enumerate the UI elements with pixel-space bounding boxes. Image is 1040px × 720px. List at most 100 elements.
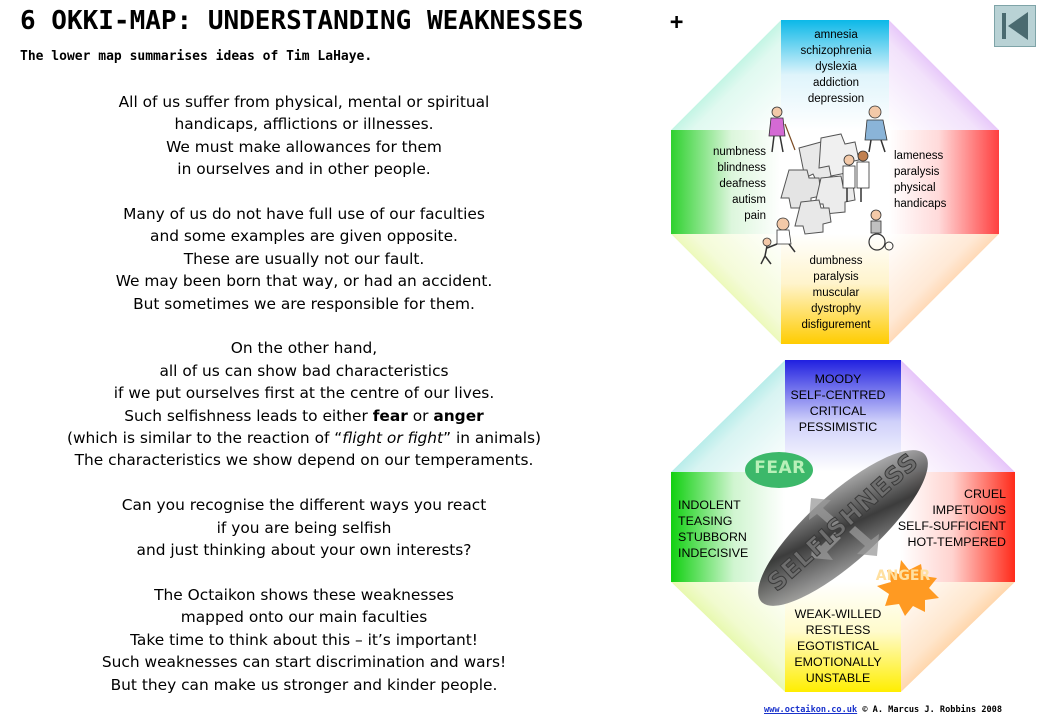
anger-word: anger: [433, 406, 484, 425]
label: dumbness: [809, 255, 863, 267]
paragraph-5: The Octaikon shows these weaknesses mapp…: [20, 584, 588, 696]
text-line: Many of us do not have full use of our f…: [123, 205, 485, 224]
page-subtitle: The lower map summarises ideas of Tim La…: [20, 49, 373, 64]
label: IMPETUOUS: [932, 503, 1006, 517]
label: HOT-TEMPERED: [907, 535, 1006, 549]
top-map-bottom-labels: dumbness paralysis muscular dystrophy di…: [790, 253, 882, 333]
copyright: © A. Marcus J. Robbins 2008: [857, 705, 1003, 715]
label: PESSIMISTIC: [798, 420, 878, 434]
label: blindness: [717, 162, 766, 174]
paragraph-2: Many of us do not have full use of our f…: [20, 203, 588, 315]
label: paralysis: [813, 271, 859, 283]
text-line: All of us suffer from physical, mental o…: [118, 93, 490, 111]
label: lameness: [894, 150, 944, 162]
top-map-right-labels: lameness paralysis physical handicaps: [894, 148, 946, 212]
label: WEAK-WILLED: [794, 607, 882, 621]
doctors-icon: [842, 150, 870, 202]
back-button[interactable]: [994, 5, 1036, 47]
page-title: 6 OKKI-MAP: UNDERSTANDING WEAKNESSES: [20, 6, 584, 36]
anger-starburst: [877, 560, 939, 616]
label: SELF-SUFFICIENT: [897, 519, 1006, 533]
label: dystrophy: [811, 303, 861, 315]
text-line: handicaps, afflictions or illnesses.: [174, 115, 434, 134]
text-segment: ” in animals): [443, 429, 542, 448]
text-line: But they can make us stronger and kinder…: [110, 675, 498, 694]
text-line: But sometimes we are responsible for the…: [133, 294, 475, 313]
sitting-person-icon: [766, 217, 796, 253]
paragraph-4: Can you recognise the different ways you…: [20, 494, 588, 561]
paragraph-1: All of us suffer from physical, mental o…: [20, 91, 588, 181]
inward-arrows-icon: [809, 498, 879, 560]
label: RESTLESS: [805, 623, 871, 637]
label: schizophrenia: [800, 45, 872, 57]
label: deafness: [719, 178, 766, 190]
text-line: We must make allowances for them: [166, 137, 442, 156]
label: INDOLENT: [678, 498, 741, 512]
body-text: All of us suffer from physical, mental o…: [20, 91, 588, 718]
label: INDECISIVE: [678, 546, 749, 560]
bottom-map-top-labels: MOODY SELF-CENTRED CRITICAL PESSIMISTIC: [784, 371, 892, 435]
bottom-map-right-labels: CRUEL IMPETUOUS SELF-SUFFICIENT HOT-TEMP…: [890, 486, 1006, 550]
text-line: Can you recognise the different ways you…: [121, 496, 487, 515]
label: MOODY: [814, 372, 862, 386]
label: addiction: [812, 77, 860, 89]
text-line: The Octaikon shows these weaknesses: [154, 585, 454, 604]
label: EMOTIONALLY: [794, 655, 882, 669]
text-line: We may been born that way, or had an acc…: [115, 272, 493, 291]
text-line: if you are being selfish: [216, 518, 392, 537]
text-segment: or: [407, 406, 434, 425]
title-plus-sign: +: [670, 10, 684, 35]
label: CRUEL: [964, 487, 1006, 501]
flight-fight-line: (which is similar to the reaction of “fl…: [20, 427, 588, 449]
text-line: and some examples are given opposite.: [150, 227, 458, 246]
bottom-octaikon-map: [671, 360, 1015, 692]
top-map-top-labels: amnesia schizophrenia dyslexia addiction…: [790, 27, 882, 107]
woman-with-cane-icon: [768, 106, 796, 153]
fear-label: FEAR: [754, 458, 806, 478]
top-map-left-labels: numbness blindness deafness autism pain: [694, 144, 766, 224]
label: physical: [894, 182, 936, 194]
anger-label: ANGER: [875, 568, 931, 584]
top-octaikon-map: [671, 20, 999, 344]
label: STUBBORN: [678, 530, 747, 544]
elderly-man-icon: [864, 105, 888, 153]
label: disfigurement: [801, 319, 871, 331]
label: muscular: [812, 287, 860, 299]
label: autism: [732, 194, 766, 206]
footer: www.octaikon.co.uk © A. Marcus J. Robbin…: [764, 705, 1002, 715]
website-link[interactable]: www.octaikon.co.uk: [764, 705, 858, 715]
fear-bubble: [745, 452, 813, 488]
label: handicaps: [894, 198, 947, 210]
fear-word: fear: [372, 406, 408, 425]
text-segment: (which is similar to the reaction of “: [66, 429, 343, 448]
text-line: in ourselves and in other people.: [177, 160, 431, 179]
selfishness-shadow: [758, 450, 928, 606]
label: SELF-CENTRED: [790, 388, 886, 402]
text-line: These are usually not our fault.: [183, 249, 425, 268]
bottom-map-left-labels: INDOLENT TEASING STUBBORN INDECISIVE: [678, 497, 748, 561]
label: EGOTISTICAL: [797, 639, 879, 653]
label: TEASING: [678, 514, 733, 528]
text-segment: Such selfishness leads to either: [124, 406, 373, 425]
flight-or-fight-phrase: flight or fight: [342, 429, 444, 448]
text-line: mapped onto our main faculties: [180, 608, 428, 627]
label: amnesia: [814, 29, 858, 41]
runner-icon: [760, 237, 772, 265]
label: UNSTABLE: [805, 671, 871, 685]
text-line: The characteristics we show depend on ou…: [74, 451, 534, 470]
label: pain: [744, 210, 766, 222]
label: paralysis: [894, 166, 940, 178]
bottom-map-bottom-labels: WEAK-WILLED RESTLESS EGOTISTICAL EMOTION…: [786, 606, 890, 686]
fear-anger-line: Such selfishness leads to either fear or…: [20, 405, 588, 427]
text-line: On the other hand,: [230, 339, 378, 358]
label: numbness: [712, 146, 766, 158]
text-line: and just thinking about your own interes…: [136, 541, 472, 560]
paragraph-3: On the other hand, all of us can show ba…: [20, 337, 588, 471]
label: CRITICAL: [809, 404, 867, 418]
text-line: all of us can show bad characteristics: [159, 361, 449, 380]
label: depression: [807, 93, 865, 105]
back-to-start-icon: [1002, 12, 1028, 40]
text-line: Take time to think about this – it’s imp…: [130, 630, 478, 649]
text-line: if we put ourselves first at the centre …: [113, 384, 495, 403]
text-line: Such weaknesses can start discrimination…: [101, 653, 507, 672]
